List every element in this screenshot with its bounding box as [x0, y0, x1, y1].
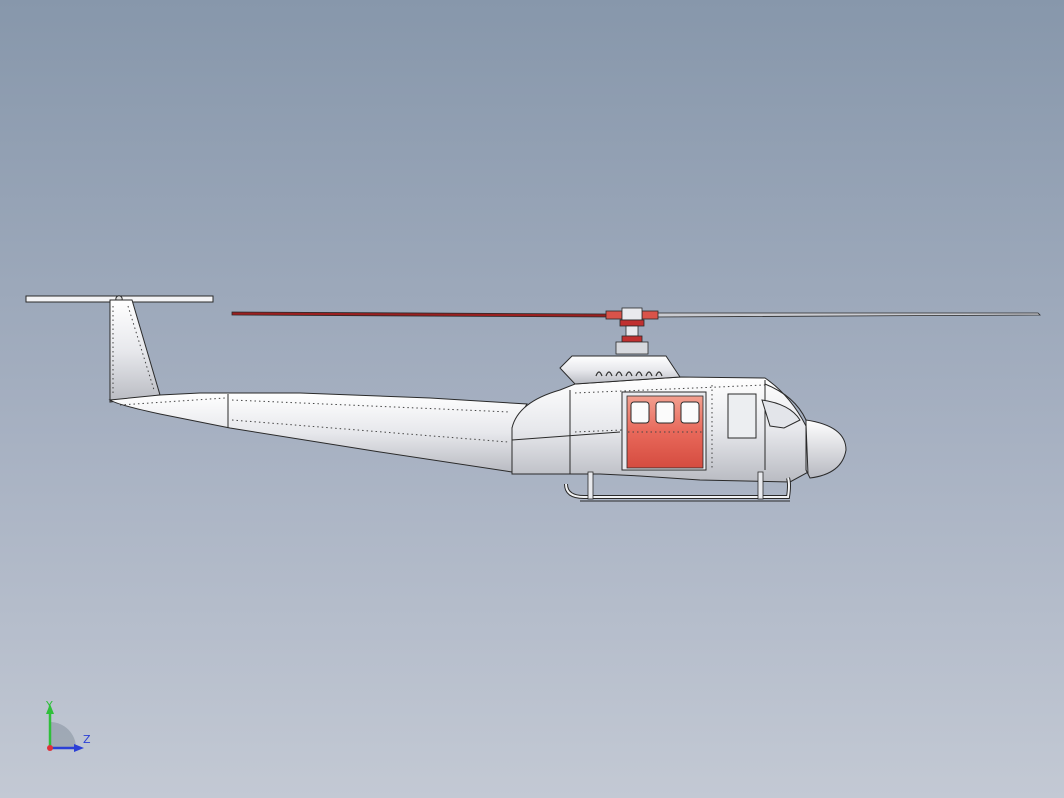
- tail-boom: [108, 392, 528, 473]
- cabin-door: [621, 391, 707, 471]
- coordinate-triad: [46, 704, 84, 752]
- triad-y-label: Y: [46, 699, 53, 712]
- triad-plane: [50, 722, 76, 748]
- triad-z-label: Z: [83, 733, 91, 746]
- windshield: [761, 383, 807, 429]
- engine-vents: [595, 371, 663, 377]
- nose: [805, 419, 847, 479]
- x-axis-point: [47, 745, 53, 751]
- landing-skids: [564, 471, 791, 502]
- pilot-door: [727, 393, 757, 439]
- tail-fin: [109, 299, 161, 403]
- main-rotor: [231, 307, 1041, 355]
